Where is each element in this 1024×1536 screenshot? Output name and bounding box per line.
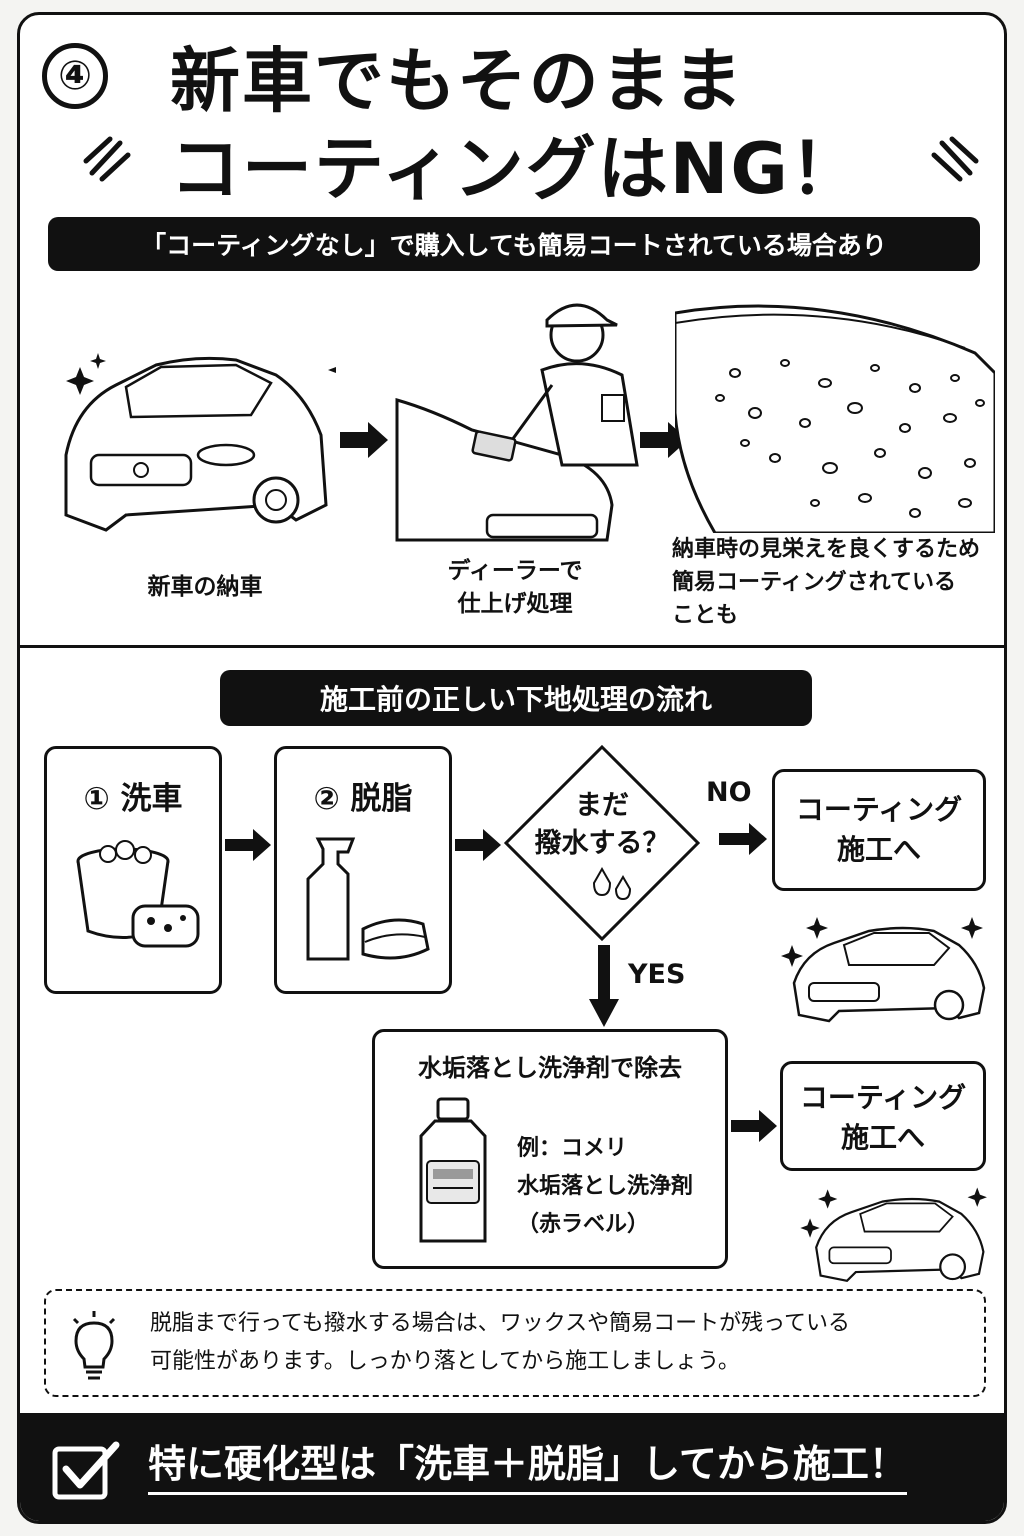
result-line-1: コーティング (795, 793, 963, 826)
step-wash-box: ① 洗車 (44, 746, 222, 994)
result-coating-box-yes: コーティング 施工へ (780, 1061, 986, 1171)
result-line-2: 施工へ (840, 1121, 925, 1154)
section-number-badge: ④ (42, 43, 108, 109)
tip-line-2: 可能性があります。しっかり落としてから施工しましょう。 (150, 1349, 740, 1374)
flow-heading: 施工前の正しい下地処理の流れ (220, 670, 812, 726)
tip-line-1: 脱脂まで行っても撥水する場合は、ワックスや簡易コートが残っている (150, 1311, 851, 1336)
sparkle-icon (967, 1187, 987, 1207)
sparkle-icon (90, 353, 106, 369)
cleaner-bottle-icon (419, 1097, 487, 1243)
footer-banner: 特に硬化型は「洗車＋脱脂」してから施工！ (20, 1413, 1004, 1521)
arrow-right-icon (225, 829, 271, 861)
sparkle-icon (961, 917, 983, 939)
page-title: 新車でもそのまま コーティングはNG！ (170, 37, 930, 213)
arrow-down-icon (589, 945, 619, 1027)
caption-simple-coat: 納車時の見栄えを良くするため 簡易コーティングされている ことも (672, 533, 1004, 632)
remover-box: 水垢落とし洗浄剤で除去 例：コメリ 水垢落とし洗浄剤 （赤ラベル） (372, 1029, 728, 1269)
remover-example-line-3: （赤ラベル） (517, 1212, 650, 1237)
step-wash-label: ① 洗車 (83, 781, 183, 817)
new-car-illustration (64, 353, 336, 532)
title-line-2: コーティングはNG！ (170, 128, 862, 210)
tip-note: 脱脂まで行っても撥水する場合は、ワックスや簡易コートが残っている 可能性がありま… (44, 1289, 986, 1397)
sparkle-icon (781, 945, 803, 967)
spray-bottle-towel-icon (306, 837, 430, 961)
water-drop-icon (614, 875, 632, 901)
emphasis-burst-icon-left (83, 136, 131, 182)
arrow-right-icon (731, 1110, 777, 1142)
dealer-worker-illustration (395, 303, 639, 542)
decision-line-2: 撥水する？ (534, 828, 670, 859)
caption-simple-coat-line-3: ことも (672, 603, 739, 628)
caption-simple-coat-line-2: 簡易コーティングされている (672, 570, 957, 595)
subtitle-banner: 「コーティングなし」で購入しても簡易コートされている場合あり (48, 217, 980, 271)
yes-label: YES (628, 959, 686, 990)
title-line-1: 新車でもそのまま (170, 40, 745, 122)
caption-dealer-line-1: ディーラーで (447, 558, 583, 584)
emphasis-burst-icon-right (931, 136, 979, 182)
water-beading-hood-illustration (675, 304, 995, 533)
sparkle-icon (806, 917, 828, 939)
bucket-sponge-icon (76, 840, 200, 948)
result-coating-box-no: コーティング 施工へ (772, 769, 986, 891)
decision-diamond (503, 744, 701, 942)
step-degrease-box: ② 脱脂 (274, 746, 452, 994)
remover-title: 水垢落とし洗浄剤で除去 (418, 1054, 682, 1082)
result-line-1: コーティング (799, 1081, 967, 1114)
caption-simple-coat-line-1: 納車時の見栄えを良くするため (672, 537, 981, 562)
step-degrease-label: ② 脱脂 (313, 781, 413, 817)
sparkle-icon (800, 1218, 820, 1238)
remover-example: 例：コメリ 水垢落とし洗浄剤 （赤ラベル） (517, 1130, 693, 1244)
result-line-2: 施工へ (836, 833, 921, 866)
coated-car-illustration (800, 1187, 987, 1283)
tip-text: 脱脂まで行っても撥水する場合は、ワックスや簡易コートが残っている 可能性がありま… (150, 1305, 980, 1381)
infographic-card: ④ 新車でもそのまま コーティングはNG！ 「コーティングなし」で購入しても簡易… (17, 12, 1007, 1524)
sparkle-icon (66, 367, 94, 395)
coated-car-illustration (781, 917, 986, 1023)
arrow-right-icon (340, 422, 388, 458)
section-divider (20, 645, 1004, 648)
footer-text: 特に硬化型は「洗車＋脱脂」してから施工！ (148, 1433, 907, 1495)
sparkle-icon (328, 367, 336, 373)
water-drop-icon (592, 866, 612, 897)
arrow-right-icon (455, 829, 501, 861)
remover-example-line-1: 例：コメリ (517, 1136, 628, 1161)
decision-line-1: まだ (575, 790, 629, 821)
remover-example-line-2: 水垢落とし洗浄剤 (517, 1174, 694, 1199)
checkbox-check-icon (52, 1441, 120, 1500)
caption-dealer: ディーラーで 仕上げ処理 (400, 555, 630, 621)
lightbulb-icon (72, 1311, 116, 1380)
sparkle-icon (817, 1189, 838, 1209)
no-label: NO (706, 777, 752, 808)
decision-question: まだ 撥水する？ (532, 787, 672, 863)
caption-dealer-line-2: 仕上げ処理 (457, 591, 573, 617)
caption-delivery: 新車の納車 (147, 574, 263, 600)
arrow-right-icon (719, 823, 767, 855)
